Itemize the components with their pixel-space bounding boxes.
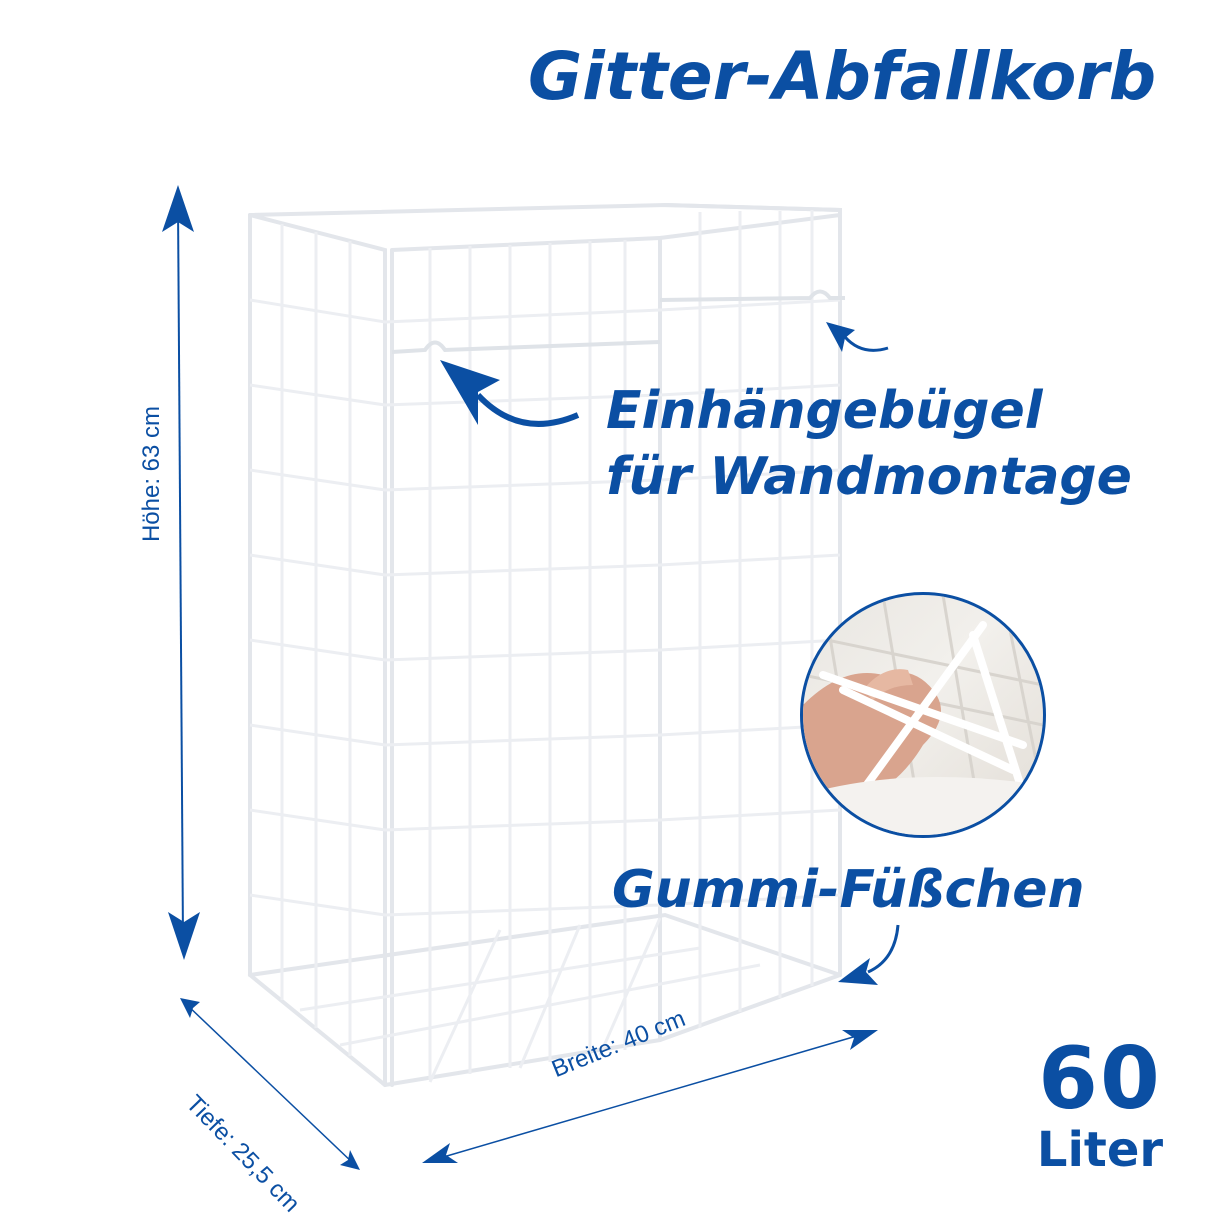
hand-holding-basket-icon — [803, 595, 1043, 835]
width-arrow-icon — [422, 1030, 878, 1163]
callout-line-2: für Wandmontage — [606, 447, 1132, 507]
depth-arrow-icon — [180, 998, 360, 1170]
height-arrow-icon — [162, 185, 200, 960]
capacity-value: 60 — [1038, 1029, 1162, 1129]
rubber-feet-detail-photo — [800, 592, 1046, 838]
capacity-unit: Liter — [1036, 1122, 1164, 1178]
hanging-bracket-callout: Einhängebügel für Wandmontage — [606, 378, 1132, 510]
callout-line-1: Einhängebügel — [606, 381, 1043, 441]
page-title: Gitter-Abfallkorb — [528, 38, 1157, 115]
height-dimension-label: Höhe: 63 cm — [138, 405, 165, 543]
curved-arrow-icon — [826, 322, 889, 352]
curved-arrow-icon — [440, 360, 580, 427]
curved-arrow-icon — [838, 924, 900, 985]
rubber-feet-callout: Gummi-Füßchen — [612, 860, 1085, 920]
capacity-badge: 60 Liter — [1010, 1036, 1190, 1178]
